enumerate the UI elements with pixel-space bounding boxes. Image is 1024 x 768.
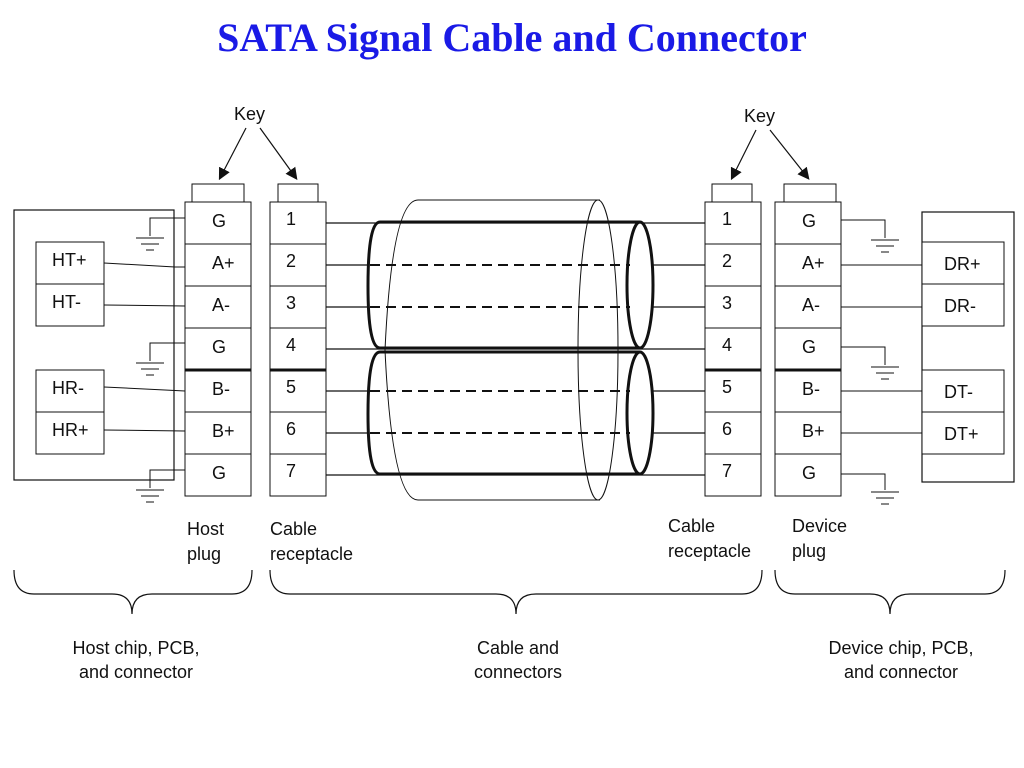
device-plug-pin: A- <box>802 295 820 315</box>
cable-left-caption: Cable <box>270 519 317 539</box>
key-label-right: Key <box>744 106 775 126</box>
host-group-caption: and connector <box>79 662 193 682</box>
cable-left-pin: 5 <box>286 377 296 397</box>
cable-left-pin: 2 <box>286 251 296 271</box>
cable-right-pin: 7 <box>722 461 732 481</box>
cable-left-pin: 7 <box>286 461 296 481</box>
cable-right-pin: 3 <box>722 293 732 313</box>
host-signal-hr-minus: HR- <box>52 378 84 398</box>
host-plug-pin: G <box>212 211 226 231</box>
host-signal-box <box>35 283 105 327</box>
brace-host <box>13 569 253 615</box>
host-plug-pin: G <box>212 463 226 483</box>
device-signal-dr-plus: DR+ <box>944 254 981 274</box>
device-plug-pin: B- <box>802 379 820 399</box>
device-group-caption: and connector <box>844 662 958 682</box>
cable-group-caption: connectors <box>474 662 562 682</box>
cable-receptacle-left: 1 2 3 4 5 6 7 <box>269 201 327 497</box>
device-signal-box <box>921 369 1005 413</box>
group-braces <box>13 569 1006 615</box>
device-plug-pin: G <box>802 211 816 231</box>
cable-right-caption: receptacle <box>668 541 751 561</box>
device-plug-caption: Device <box>792 516 847 536</box>
device-plug-pin: B+ <box>802 421 825 441</box>
device-signal-box <box>921 283 1005 327</box>
cable-left-key <box>277 183 319 203</box>
device-plug-pin: G <box>802 463 816 483</box>
cable-left-pin: 6 <box>286 419 296 439</box>
host-plug: G A+ A- G B- B+ G <box>184 201 252 497</box>
cable-left-pin: 1 <box>286 209 296 229</box>
host-plug-caption: plug <box>187 544 221 564</box>
cable-left-caption: receptacle <box>270 544 353 564</box>
cable-body <box>326 199 705 501</box>
key-arrow-icon <box>218 127 247 181</box>
page-title: SATA Signal Cable and Connector <box>217 15 807 60</box>
host-wires <box>103 217 186 503</box>
host-plug-pin: A- <box>212 295 230 315</box>
key-arrow-icon <box>769 129 810 180</box>
host-signal-box <box>35 411 105 455</box>
host-signal-hr-plus: HR+ <box>52 420 89 440</box>
cable-right-pin: 6 <box>722 419 732 439</box>
key-arrow-icon <box>259 127 298 180</box>
device-wires <box>841 219 922 505</box>
cable-receptacle-right: 1 2 3 4 5 6 7 <box>704 201 762 497</box>
host-plug-pin: B+ <box>212 421 235 441</box>
host-plug-pin: B- <box>212 379 230 399</box>
cable-right-key <box>711 183 753 203</box>
device-chip: DR+ DR- DT- DT+ <box>921 211 1015 483</box>
device-plug-key <box>783 183 837 203</box>
device-plug-pin: A+ <box>802 253 825 273</box>
host-plug-caption: Host <box>187 519 224 539</box>
cable-right-caption: Cable <box>668 516 715 536</box>
cable-right-pin: 2 <box>722 251 732 271</box>
device-plug-pin: G <box>802 337 816 357</box>
host-plug-key <box>191 183 245 203</box>
host-signal-box <box>35 241 105 285</box>
host-signal-ht-minus: HT- <box>52 292 81 312</box>
cable-left-pin: 3 <box>286 293 296 313</box>
device-chip-outline <box>921 211 1015 483</box>
host-plug-pin: A+ <box>212 253 235 273</box>
cable-right-pin: 5 <box>722 377 732 397</box>
key-arrow-icon <box>730 129 757 181</box>
device-signal-dr-minus: DR- <box>944 296 976 316</box>
host-signal-box <box>35 369 105 413</box>
host-plug-pin: G <box>212 337 226 357</box>
device-signal-dt-minus: DT- <box>944 382 973 402</box>
cable-group-caption: Cable and <box>477 638 559 658</box>
host-chip: HT+ HT- HR- HR+ <box>13 209 175 481</box>
device-signal-dt-plus: DT+ <box>944 424 979 444</box>
cable-left-pin: 4 <box>286 335 296 355</box>
host-group-caption: Host chip, PCB, <box>72 638 199 658</box>
key-label-left: Key <box>234 104 265 124</box>
host-chip-outline <box>13 209 175 481</box>
device-plug-caption: plug <box>792 541 826 561</box>
host-signal-ht-plus: HT+ <box>52 250 87 270</box>
cable-right-pin: 4 <box>722 335 732 355</box>
device-signal-box <box>921 411 1005 455</box>
device-signal-box <box>921 241 1005 285</box>
brace-cable <box>269 569 763 615</box>
device-plug: G A+ A- G B- B+ G <box>774 201 842 497</box>
brace-device <box>774 569 1006 615</box>
device-group-caption: Device chip, PCB, <box>828 638 973 658</box>
cable-right-pin: 1 <box>722 209 732 229</box>
